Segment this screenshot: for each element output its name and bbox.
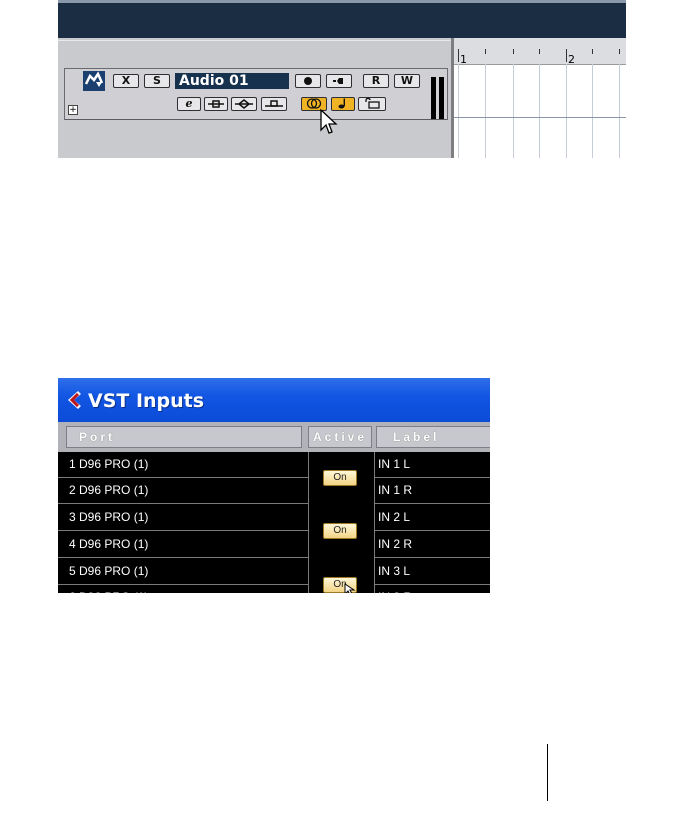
- column-header-active[interactable]: Active: [308, 426, 372, 448]
- expand-icon[interactable]: +: [68, 105, 78, 115]
- port-name-cell: 2 D96 PRO (1): [58, 478, 308, 504]
- track-screenshot: + X S Audio 01: [58, 0, 626, 158]
- label-cell[interactable]: IN 3 R: [374, 585, 490, 593]
- mute-button[interactable]: X: [113, 74, 139, 88]
- ruler-bar-label: 1: [460, 53, 467, 66]
- level-meter-right: [439, 77, 444, 119]
- insert-bypass-icon: [208, 100, 224, 108]
- level-meter-left: [431, 77, 436, 119]
- window-title: VST Inputs: [88, 390, 205, 412]
- solo-icon: S: [153, 74, 161, 87]
- monitor-button[interactable]: [326, 74, 352, 88]
- record-enable-icon: [304, 77, 312, 85]
- cubase-logo-icon: [68, 391, 81, 409]
- audio-wave-icon: [83, 71, 105, 91]
- project-toolbar-strip: [58, 0, 626, 38]
- send-bypass-button[interactable]: [261, 97, 287, 111]
- edit-channel-icon: e: [185, 97, 193, 110]
- port-name-cell: 6 D96 PRO (1): [58, 585, 308, 593]
- event-display[interactable]: 1 2: [451, 38, 626, 158]
- label-cell[interactable]: IN 2 R: [374, 532, 490, 558]
- mouse-cursor-icon: [344, 583, 356, 593]
- column-header-row: Port Active Label: [58, 422, 490, 452]
- musical-timebase-icon: [338, 98, 346, 109]
- column-header-port[interactable]: Port: [66, 426, 302, 448]
- column-header-label[interactable]: Label: [376, 426, 490, 448]
- lock-button[interactable]: [358, 97, 386, 111]
- eq-bypass-icon: [235, 99, 253, 109]
- mute-icon: X: [121, 74, 131, 87]
- window-title-bar[interactable]: VST Inputs: [58, 378, 490, 422]
- edit-channel-button[interactable]: e: [177, 97, 201, 111]
- port-name-cell: 1 D96 PRO (1): [58, 452, 308, 478]
- label-cell[interactable]: IN 2 L: [374, 505, 490, 531]
- port-name-cell: 4 D96 PRO (1): [58, 532, 308, 558]
- write-automation-icon: W: [400, 74, 414, 87]
- audio-track-header[interactable]: + X S Audio 01: [64, 68, 448, 120]
- label-cell[interactable]: IN 3 L: [374, 559, 490, 585]
- page-margin-rule: [547, 744, 548, 801]
- write-automation-button[interactable]: W: [394, 74, 420, 88]
- port-name-cell: 5 D96 PRO (1): [58, 559, 308, 585]
- musical-timebase-button[interactable]: [331, 97, 355, 111]
- label-cell[interactable]: IN 1 R: [374, 478, 490, 504]
- mouse-cursor-icon: [320, 109, 338, 134]
- track-name-field[interactable]: Audio 01: [175, 73, 289, 89]
- eq-bypass-button[interactable]: [231, 97, 257, 111]
- channel-config-icon: [306, 98, 322, 109]
- read-automation-button[interactable]: R: [363, 74, 389, 88]
- active-toggle-button[interactable]: On: [323, 523, 357, 539]
- read-automation-icon: R: [371, 74, 381, 87]
- monitor-icon: [333, 78, 343, 84]
- vst-inputs-window: VST Inputs Port Active Label 1 D96 PRO (…: [58, 378, 490, 593]
- active-toggle-button[interactable]: On: [323, 470, 357, 486]
- record-enable-button[interactable]: [295, 74, 321, 88]
- solo-button[interactable]: S: [144, 74, 170, 88]
- send-bypass-icon: [265, 100, 283, 107]
- channel-config-button[interactable]: [301, 97, 327, 111]
- ruler-bar-label: 2: [568, 53, 575, 66]
- port-name-cell: 3 D96 PRO (1): [58, 505, 308, 531]
- lock-icon: [365, 97, 380, 109]
- ruler[interactable]: 1 2: [454, 38, 626, 66]
- track-list-area: + X S Audio 01: [58, 38, 454, 158]
- label-cell[interactable]: IN 1 L: [374, 452, 490, 478]
- insert-bypass-button[interactable]: [204, 97, 228, 111]
